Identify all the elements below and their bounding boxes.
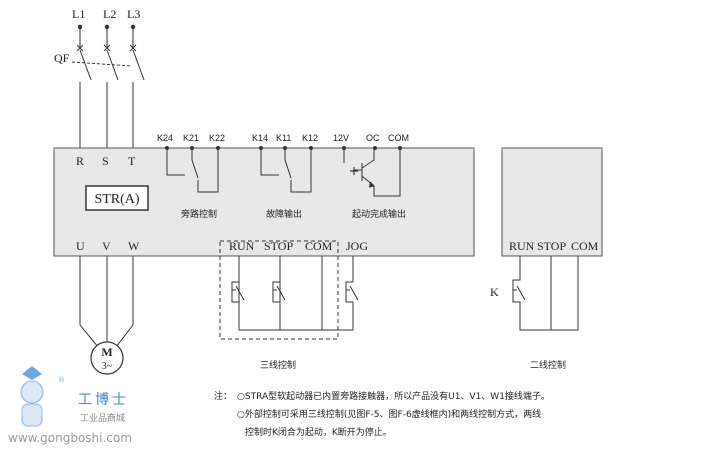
three-wire-stop: STOP: [264, 239, 293, 253]
output-v: V: [102, 239, 111, 253]
line-label-l3: L3: [127, 7, 140, 21]
three-wire-dashed-box: [219, 240, 339, 340]
three-wire-circuit: [231, 256, 359, 331]
three-wire-caption: 三线控制: [260, 359, 296, 371]
group-start-done-label: 起动完成输出: [352, 208, 406, 220]
motor-wiring: [79, 256, 134, 348]
group-bypass-label: 旁路控制: [181, 208, 217, 220]
term-k11: K11: [276, 133, 291, 143]
term-k22: K22: [209, 133, 225, 143]
notes-prefix: 注：: [214, 390, 232, 402]
output-w: W: [128, 239, 140, 253]
notes-line1: ○STRA型软起动器已内置旁路接触器，所以产品没有U1、V1、W1接线端子。: [237, 390, 550, 402]
line-label-l2: L2: [103, 7, 116, 21]
three-wire-jog: JOG: [346, 239, 368, 253]
three-wire-com: COM: [305, 239, 333, 253]
three-wire-run: RUN: [229, 239, 255, 253]
watermark-brand: 工博士: [78, 391, 129, 408]
two-wire-box: [501, 147, 603, 257]
terminal-dot-l1: [77, 24, 83, 30]
breaker-qf: [76, 29, 145, 148]
term-k21: K21: [183, 133, 199, 143]
breaker-link: [71, 61, 133, 67]
motor-phase: 3~: [102, 361, 113, 372]
motor-label: M: [101, 345, 112, 359]
term-k24: K24: [157, 133, 173, 143]
device-label-box: [85, 185, 149, 211]
bypass-relay-contacts: [166, 148, 219, 193]
term-12v: 12V: [333, 133, 349, 143]
two-wire-k: K: [490, 285, 499, 299]
terminal-dot-l3: [130, 24, 136, 30]
two-wire-caption: 二线控制: [530, 359, 566, 371]
notes-line3: 控制时K闭合为起动，K断开为停止。: [245, 426, 392, 438]
term-k14: K14: [252, 133, 268, 143]
two-wire-com: COM: [571, 239, 599, 253]
term-oc: OC: [366, 133, 380, 143]
transistor-output: [343, 148, 401, 197]
watermark-reg: ®: [58, 376, 65, 384]
plus-sign-icon: [350, 167, 358, 175]
line-label-l1: L1: [72, 7, 85, 21]
watermark-logo: [20, 366, 44, 427]
input-t: T: [128, 154, 136, 168]
device-label: STR(A): [94, 192, 139, 207]
notes-line2: ○外部控制可采用三线控制(见图F-5、图F-6虚线框内)和两线控制方式，两线: [237, 408, 541, 420]
output-u: U: [76, 239, 85, 253]
watermark-url: www.gongboshi.com: [8, 431, 132, 445]
two-wire-run: RUN: [509, 239, 535, 253]
input-s: S: [102, 154, 109, 168]
two-wire-stop: STOP: [537, 239, 566, 253]
terminal-dot-l2: [104, 24, 110, 30]
input-r: R: [76, 154, 84, 168]
group-fault-label: 故障输出: [266, 208, 302, 220]
term-com: COM: [388, 133, 409, 143]
term-k12: K12: [302, 133, 318, 143]
breaker-label: QF: [54, 51, 70, 65]
fault-relay-contacts: [260, 148, 312, 193]
motor-symbol: [90, 341, 124, 375]
watermark-tagline: 工业品商城: [80, 412, 125, 424]
two-wire-circuit: [512, 256, 579, 331]
